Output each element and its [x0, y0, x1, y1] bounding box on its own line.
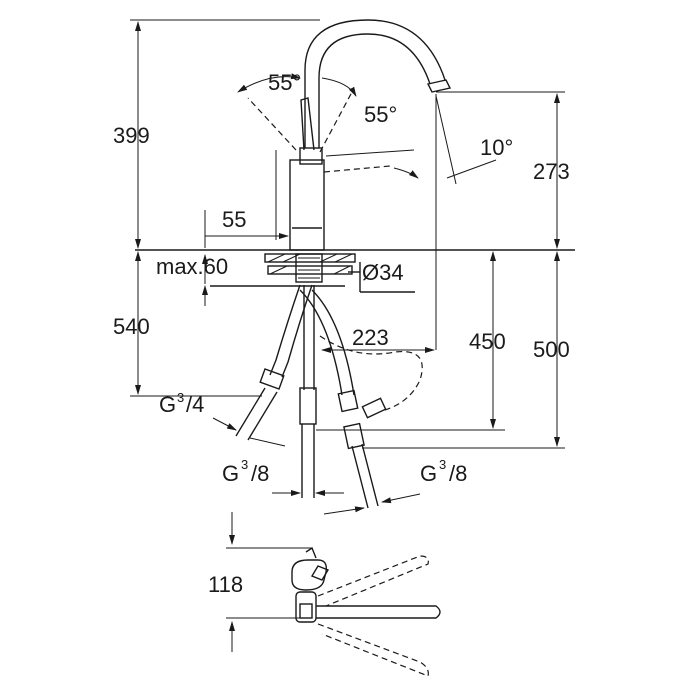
label-max60: max.60	[156, 254, 228, 279]
svg-text:G: G	[222, 461, 239, 486]
faucet-body	[289, 147, 325, 251]
svg-text:/4: /4	[186, 392, 204, 417]
countertop	[135, 249, 575, 293]
label-223: 223	[352, 325, 389, 350]
label-540: 540	[113, 314, 150, 339]
svg-text:3: 3	[177, 390, 184, 405]
dimension-450	[316, 251, 505, 431]
dimension-273	[435, 91, 565, 350]
svg-text:G: G	[159, 392, 176, 417]
label-399: 399	[113, 123, 150, 148]
label-55: 55	[222, 207, 246, 232]
svg-text:G: G	[420, 461, 437, 486]
label-angle-spout: 10°	[480, 135, 513, 160]
thread-g34-leader	[212, 417, 286, 447]
thread-g38-right-label: G 3 /8	[420, 457, 467, 486]
spout	[304, 19, 452, 148]
dimension-540	[130, 251, 262, 397]
dimension-500	[362, 251, 565, 449]
lever-handle	[247, 91, 391, 173]
thread-g38-left-label: G 3 /8	[222, 457, 269, 486]
label-500: 500	[533, 337, 570, 362]
angle-arcs	[237, 73, 497, 185]
svg-text:3: 3	[439, 457, 446, 472]
label-angle-left: 55°	[268, 70, 301, 95]
dimension-55	[204, 150, 289, 248]
svg-text:3: 3	[241, 457, 248, 472]
top-view	[226, 512, 441, 677]
thread-g34-label: G 3 /4	[159, 390, 204, 417]
thread-g38-right-leader	[323, 493, 421, 515]
label-diameter-34: Ø34	[362, 260, 404, 285]
label-273: 273	[533, 159, 570, 184]
svg-text:/8: /8	[251, 461, 269, 486]
label-angle-right: 55°	[364, 102, 397, 127]
dimension-399	[130, 19, 320, 249]
svg-text:/8: /8	[449, 461, 467, 486]
label-450: 450	[469, 329, 506, 354]
label-118: 118	[208, 572, 243, 597]
